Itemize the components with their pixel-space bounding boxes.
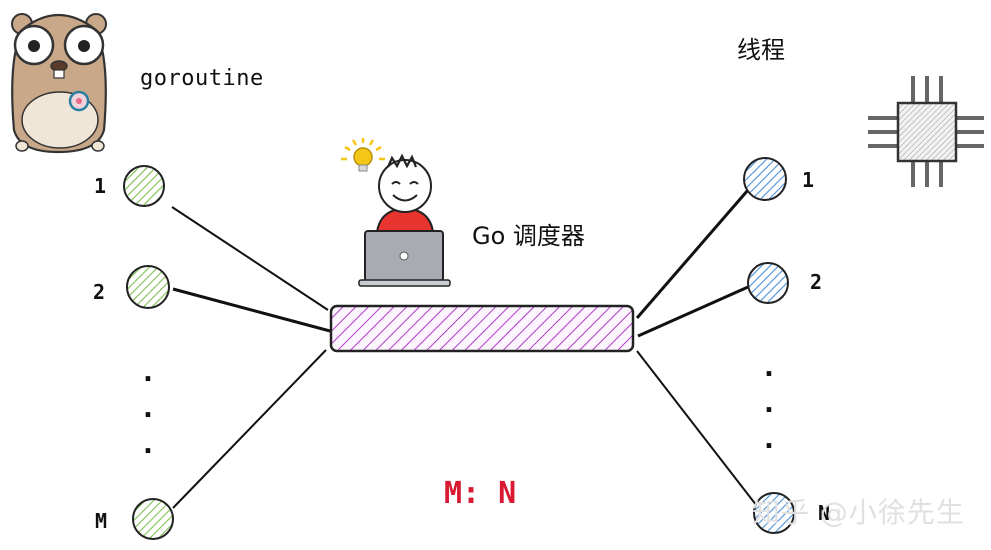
goroutine-number-m: M xyxy=(95,509,108,533)
line-goroutine-1 xyxy=(171,206,329,311)
goroutine-label: goroutine xyxy=(140,66,264,91)
thread-node-n xyxy=(753,492,795,534)
gopher-mascot-icon xyxy=(11,13,107,154)
scheduler-bar xyxy=(329,304,635,353)
programmer-with-laptop-icon xyxy=(358,153,451,287)
lightbulb-icon xyxy=(341,138,385,172)
watermark: 知乎 @小徐先生 xyxy=(752,496,965,529)
goroutine-node-m xyxy=(132,498,174,540)
ratio-label: M: N xyxy=(444,476,517,511)
line-thread-n xyxy=(636,350,761,511)
cpu-chip-icon xyxy=(868,76,984,187)
goroutine-node-1 xyxy=(123,165,165,207)
line-thread-2 xyxy=(637,285,749,338)
goroutine-number-2: 2 xyxy=(93,280,106,304)
thread-number-n: N xyxy=(818,501,831,525)
thread-node-1 xyxy=(743,157,787,201)
goroutine-ellipsis: . . . xyxy=(143,358,153,460)
line-goroutine-m xyxy=(172,349,327,509)
scheduler-label: Go 调度器 xyxy=(472,222,585,250)
thread-number-1: 1 xyxy=(802,168,815,192)
thread-number-2: 2 xyxy=(810,270,823,294)
line-goroutine-2 xyxy=(172,287,331,333)
goroutine-number-1: 1 xyxy=(94,174,107,198)
goroutine-node-2 xyxy=(126,265,170,309)
line-thread-1 xyxy=(635,189,750,319)
thread-ellipsis: . . . xyxy=(764,353,774,455)
thread-node-2 xyxy=(747,262,789,304)
thread-label: 线程 xyxy=(737,36,785,64)
